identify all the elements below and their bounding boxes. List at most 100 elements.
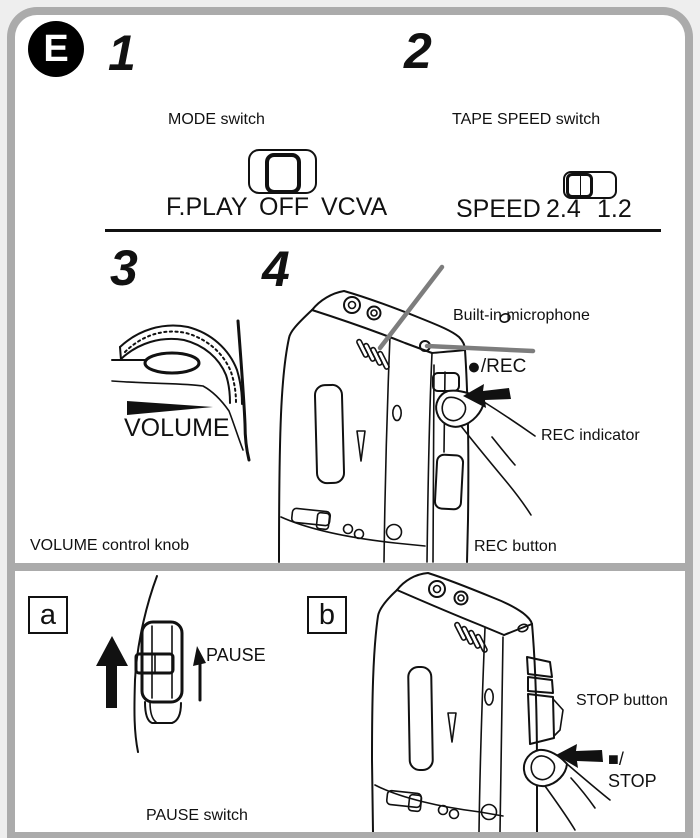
stop-button-label: STOP button — [576, 692, 668, 709]
side-ridge — [499, 636, 504, 832]
bottom-slider — [290, 507, 332, 527]
bottom-edge — [374, 784, 504, 817]
tape-speed-switch-knob — [566, 173, 593, 198]
press-arrow-icon — [463, 384, 511, 408]
bottom-slider-knob — [407, 793, 423, 813]
pause-switch-illustration — [96, 575, 206, 753]
steps-panel — [15, 15, 685, 563]
jack-outer — [343, 296, 361, 314]
small-hole — [391, 404, 402, 422]
rec-button-label: REC button — [474, 538, 557, 555]
knob-divider-line — [579, 176, 582, 195]
front-ridge — [383, 335, 391, 563]
switch-lower-part — [144, 701, 182, 724]
wheel-outer-arc — [119, 324, 243, 405]
stop-button-graphic — [526, 656, 564, 745]
section-badge-letter: E — [43, 27, 69, 70]
pause-switch-body — [140, 620, 184, 704]
wheel-end-cap — [119, 346, 122, 361]
bottom-hole-2 — [448, 808, 460, 820]
speed-label: SPEED — [456, 195, 541, 223]
record-dot-icon: ● — [467, 353, 481, 379]
bottom-edge — [280, 516, 426, 547]
wheel-inner-arc — [120, 337, 231, 404]
step-1-number: 1 — [108, 25, 136, 81]
bottom-slider-knob — [315, 511, 331, 531]
jack-outer — [428, 580, 446, 598]
speed-value-12: 1.2 — [597, 195, 632, 223]
microphone-grille — [454, 621, 488, 653]
cassette-window — [407, 665, 434, 772]
jack2-outer — [366, 305, 382, 321]
section-badge: E — [28, 21, 84, 77]
pause-stop-panel — [15, 571, 685, 832]
panel-b-letter: b — [318, 598, 336, 631]
mic-label: Built-in microphone — [453, 307, 590, 324]
mode-switch-title: MODE switch — [168, 111, 265, 128]
stop-mark-line1: ■/ — [608, 749, 624, 769]
shoulder-hole — [517, 623, 529, 633]
hand-lines — [460, 401, 536, 516]
hand-lines — [544, 763, 611, 831]
step-3-number: 3 — [110, 240, 138, 296]
mode-option-fplay: F.PLAY — [166, 193, 248, 221]
bottom-hole-1 — [342, 523, 354, 535]
fingernail — [530, 755, 556, 781]
jack-inner — [432, 584, 442, 594]
jack2-inner — [370, 309, 378, 317]
pointer-mark — [356, 430, 366, 462]
bottom-hole-3 — [480, 803, 498, 821]
side-button-long — [433, 453, 465, 511]
slide-up-arrow-icon — [96, 636, 128, 708]
top-cap-ridge — [311, 309, 433, 354]
device-edge-curve — [133, 575, 158, 753]
indicator-callout-line — [424, 343, 536, 354]
stop-mark-line2: STOP — [608, 771, 657, 791]
mode-option-vcva: VCVA — [321, 193, 388, 221]
right-edge — [531, 623, 538, 832]
right-edge — [464, 349, 470, 563]
shoulder-hole — [499, 313, 511, 323]
step-4-number: 4 — [262, 241, 290, 297]
top-cap-outline — [396, 572, 533, 625]
volume-knob-label: VOLUME — [124, 414, 230, 442]
mode-switch-knob — [265, 153, 301, 194]
rec-mark: ●/REC — [467, 355, 526, 378]
rec-mark-text: /REC — [480, 356, 527, 377]
thin-arrow-head — [193, 646, 206, 666]
top-cap-ridge — [396, 589, 505, 636]
cassette-window — [313, 383, 346, 485]
jack2-outer — [453, 590, 469, 606]
knurled-wheel-ribs — [124, 330, 237, 404]
recorder-illustration — [278, 264, 536, 563]
volume-caption: VOLUME control knob — [30, 537, 190, 554]
bottom-hole-3 — [385, 523, 403, 541]
body-curve — [111, 380, 244, 451]
volume-knob-illustration — [111, 319, 251, 462]
switch-lower-inner — [149, 701, 157, 723]
panel-a-box: a — [28, 596, 68, 634]
pointer-mark — [447, 712, 457, 743]
device-edge-curve — [236, 319, 251, 462]
fingernail — [441, 396, 467, 422]
left-edge — [371, 589, 398, 832]
volume-direction-wedge — [127, 401, 213, 415]
rec-indicator-label: REC indicator — [541, 427, 640, 444]
tape-speed-title: TAPE SPEED switch — [452, 111, 601, 128]
small-hole — [483, 688, 494, 706]
mode-option-off: OFF — [259, 193, 309, 221]
step-2-number: 2 — [404, 23, 432, 79]
speed-value-24: 2.4 — [546, 195, 581, 223]
bottom-hole-1 — [437, 804, 449, 816]
jack2-inner — [457, 594, 465, 602]
knob-slot-ellipse — [143, 351, 201, 375]
panel-a-letter: a — [39, 598, 57, 631]
pause-caption: PAUSE switch — [146, 807, 248, 824]
rec-button-graphic — [432, 372, 460, 392]
section-divider-line — [105, 229, 661, 232]
jack-inner — [347, 300, 357, 310]
top-cap-right-ridge — [431, 349, 466, 354]
top-cap-outline — [311, 290, 466, 351]
recorder-illustration-stop — [371, 572, 611, 832]
press-arrow-icon — [556, 744, 603, 768]
